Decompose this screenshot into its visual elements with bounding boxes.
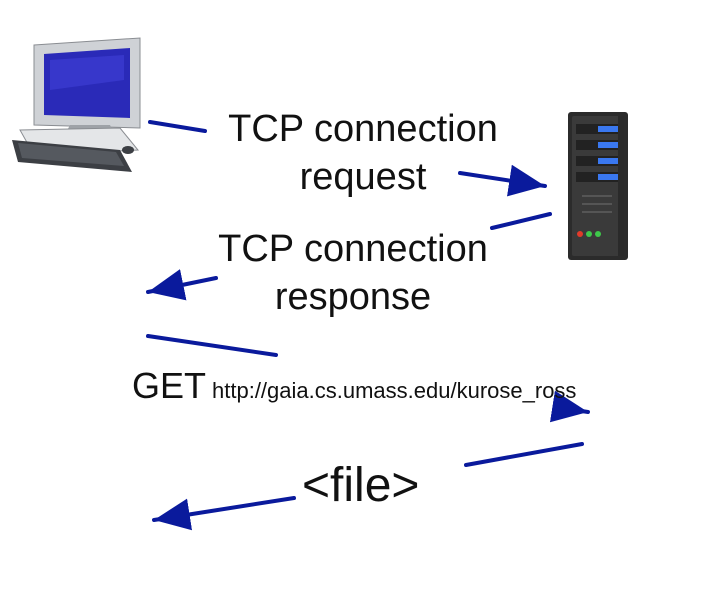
http-get-url: http://gaia.cs.umass.edu/kurose_ross [212, 378, 577, 403]
tcp-response-arrow-head [146, 269, 218, 301]
http-get-arrow-head [549, 390, 590, 423]
file-response-arrow-tail [464, 442, 584, 467]
client-computer-icon [12, 37, 141, 172]
tcp-response-label: TCP connection response [218, 230, 488, 316]
tcp-request-label: TCP connection request [228, 110, 498, 196]
tcp-request-arrow-head [458, 164, 547, 197]
tcp-response-line2: response [274, 276, 432, 318]
server-tower-icon [568, 112, 628, 260]
file-response-arrow-head [152, 496, 296, 531]
http-get-arrow-tail [146, 334, 278, 357]
tcp-request-arrow-tail [148, 120, 207, 133]
tcp-response-arrow-tail [490, 212, 552, 230]
file-response-label: <file> [302, 459, 420, 512]
tcp-response-line1: TCP connection [218, 228, 488, 270]
tcp-request-line2: request [299, 156, 427, 198]
http-get-verb: GET [132, 365, 207, 406]
tcp-request-line1: TCP connection [228, 108, 498, 150]
